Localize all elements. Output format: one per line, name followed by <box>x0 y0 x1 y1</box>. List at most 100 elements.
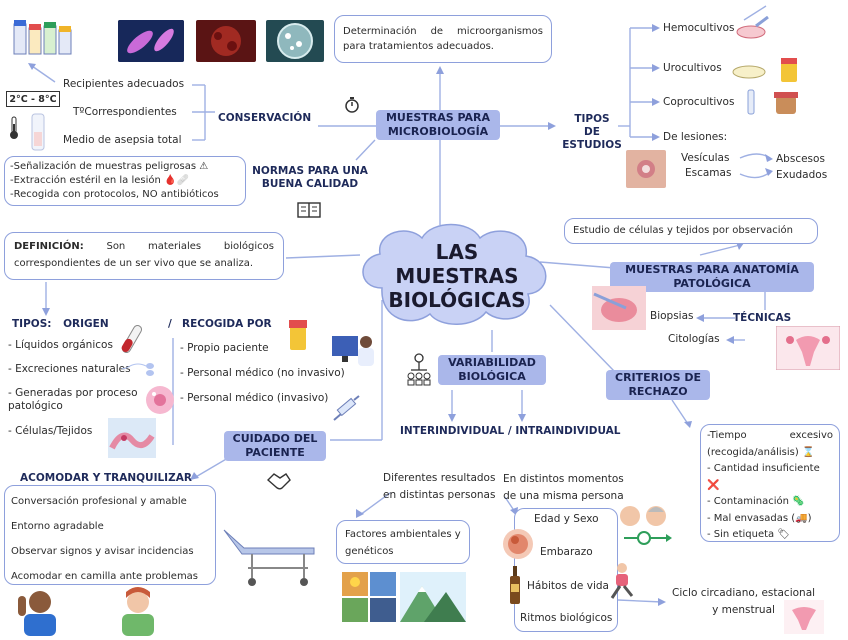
conservacion-item-1: Recipientes adecuados <box>63 78 185 90</box>
tecnica-citologias: Citologías <box>668 333 720 345</box>
normas-label-line1: NORMAS PARA UNA <box>252 165 368 177</box>
tipos-recogida-label: RECOGIDA POR <box>182 318 272 330</box>
virus-photo-icon <box>196 20 256 62</box>
ciclo-line1: Ciclo circadiano, estacional <box>672 587 816 599</box>
people-group-icon <box>406 352 432 386</box>
definicion-box: DEFINICIÓN: Son materiales biológicos co… <box>4 232 284 280</box>
normas-item-2: -Extracción estéril en la lesión 🩸🩹 <box>10 175 189 186</box>
age-sex-icon <box>618 504 674 548</box>
rechazo-item-2: - Cantidad insuficiente ❌ <box>707 463 820 491</box>
worried-person-icon <box>14 586 66 636</box>
conservacion-item-3: Medio de asepsia total <box>63 134 182 146</box>
variabilidad-title[interactable]: VARIABILIDAD BIOLÓGICA <box>438 355 546 385</box>
mountains-icon <box>400 572 466 622</box>
sample-cup-icon <box>288 318 308 352</box>
cuidado-title-line2: PACIENTE <box>245 446 305 459</box>
blood-culture-icon <box>736 15 770 40</box>
factores-box: Factores ambientales y genéticos <box>336 520 470 564</box>
central-title-line3: BIOLÓGICAS <box>388 288 526 312</box>
tipos-estudios-line1: TIPOS DE <box>574 113 610 138</box>
tipos-separator: / <box>168 318 172 330</box>
intra-item-2: Embarazo <box>540 546 593 558</box>
central-title-line1: LAS <box>435 240 479 264</box>
rechazo-item-5: - Sin etiqueta 🏷 <box>707 529 791 540</box>
microbiologia-title-line1: MUESTRAS PARA <box>385 111 491 124</box>
lesion-escamas: Escamas <box>685 167 732 179</box>
recogida-item-3: - Personal médico (invasivo) <box>180 392 329 404</box>
tecnicas-label: TÉCNICAS <box>733 312 792 324</box>
factores-text: Factores ambientales y genéticos <box>345 529 461 557</box>
intra-desc: En distintos momentos de una misma perso… <box>503 471 624 505</box>
microbiologia-purpose-box: Determinación de microorganismos para tr… <box>334 15 552 63</box>
estudio-coprocultivos: Coprocultivos <box>663 96 735 108</box>
rechazo-title-line1: CRITERIOS DE <box>615 371 701 384</box>
cuidado-title[interactable]: CUIDADO DEL PACIENTE <box>224 431 326 461</box>
lesion-abscesos: Abscesos <box>776 153 825 165</box>
rechazo-title[interactable]: CRITERIOS DE RECHAZO <box>606 370 710 400</box>
urine-culture-icon <box>731 56 799 82</box>
tecnica-biopsias: Biopsias <box>650 310 694 322</box>
variabilidad-title-line2: BIOLÓGICA <box>458 370 526 383</box>
microbiologia-title-line2: MICROBIOLOGÍA <box>387 125 489 138</box>
intra-item-1: Edad y Sexo <box>534 513 599 525</box>
bacteria-photo-icon <box>118 20 184 62</box>
cuidado-item-3: Observar signos y avisar incidencias <box>11 546 194 557</box>
rechazo-item-4: - Mal envasadas (🚚) <box>707 512 812 524</box>
origen-item-2: - Excreciones naturales <box>8 363 131 375</box>
central-title-line2: MUESTRAS <box>395 264 519 288</box>
central-cloud <box>362 223 547 325</box>
vial-icon <box>26 112 50 152</box>
bottle-icon <box>508 566 522 606</box>
definicion-label: DEFINICIÓN: <box>14 241 84 252</box>
stretcher-icon <box>218 520 326 588</box>
uterus-small-icon <box>784 600 824 634</box>
calm-person-icon <box>114 586 164 636</box>
biopsy-photo-icon <box>592 286 646 330</box>
rechazo-item-1: -Tiempo excesivo (recogida/análisis) ⌛ <box>707 430 833 458</box>
runner-icon <box>606 562 638 600</box>
cuidado-box: Conversación profesional y amable Entorn… <box>4 485 216 585</box>
estudio-lesiones: De lesiones: <box>663 131 728 143</box>
anatomia-title[interactable]: MUESTRAS PARA ANATOMÍA PATOLÓGICA <box>610 262 814 292</box>
origen-item-1: - Líquidos orgánicos <box>8 339 113 351</box>
normas-label-line2: BUENA CALIDAD <box>261 178 359 190</box>
inter-desc: Diferentes resultados en distintas perso… <box>383 470 495 504</box>
tissue-cells-icon <box>108 418 156 458</box>
thermometer-icon <box>7 116 21 140</box>
ciclo-line2: y menstrual <box>712 604 775 616</box>
inter-desc-line1: Diferentes resultados <box>383 472 496 484</box>
book-icon <box>297 202 321 218</box>
doctor-computer-icon <box>330 330 376 368</box>
variabilidad-sub-label: INTERINDIVIDUAL / INTRAINDIVIDUAL <box>400 425 621 437</box>
test-tube-icon <box>118 322 146 360</box>
normas-item-1: -Señalización de muestras peligrosas ⚠ <box>10 161 209 172</box>
sample-containers-icon <box>12 18 74 58</box>
timer-icon <box>344 97 360 113</box>
rechazo-item-3: - Contaminación 🦠 <box>707 496 805 507</box>
intra-desc-line2: de una misma persona <box>503 490 624 502</box>
anatomia-purpose: Estudio de células y tejidos por observa… <box>573 225 794 236</box>
anatomia-purpose-box: Estudio de células y tejidos por observa… <box>564 218 818 244</box>
origen-item-3: - Generadas por proceso patológico <box>8 387 138 412</box>
anatomia-title-line2: PATOLÓGICA <box>673 277 751 290</box>
cuidado-item-4: Acomodar en camilla ante problemas <box>11 571 199 582</box>
normas-label: NORMAS PARA UNA BUENA CALIDAD <box>252 165 368 191</box>
conservacion-item-2: TºCorrespondientes <box>73 106 177 118</box>
microbiologia-title[interactable]: MUESTRAS PARA MICROBIOLOGÍA <box>376 110 500 140</box>
lesion-vesiculas: Vesículas <box>681 152 730 164</box>
microbiologia-purpose: Determinación de microorganismos para tr… <box>343 26 543 52</box>
intra-item-4: Ritmos biológicos <box>520 612 613 624</box>
tipos-estudios-line2: ESTUDIOS <box>562 139 622 151</box>
handshake-icon <box>266 470 292 492</box>
climate-photos-icon <box>342 572 396 622</box>
intra-desc-line1: En distintos momentos <box>503 473 624 485</box>
fetus-icon <box>502 528 534 560</box>
central-title: LAS MUESTRAS BIOLÓGICAS <box>362 240 552 312</box>
intra-item-3: Hábitos de vida <box>527 580 609 592</box>
rechazo-title-line2: RECHAZO <box>628 385 688 398</box>
syringe-icon <box>330 394 362 424</box>
estudio-hemocultivos: Hemocultivos <box>663 22 735 34</box>
cuidado-title-line1: CUIDADO DEL <box>232 432 318 445</box>
anatomia-title-line1: MUESTRAS PARA ANATOMÍA <box>625 263 799 276</box>
rechazo-box: -Tiempo excesivo (recogida/análisis) ⌛ -… <box>700 424 840 542</box>
